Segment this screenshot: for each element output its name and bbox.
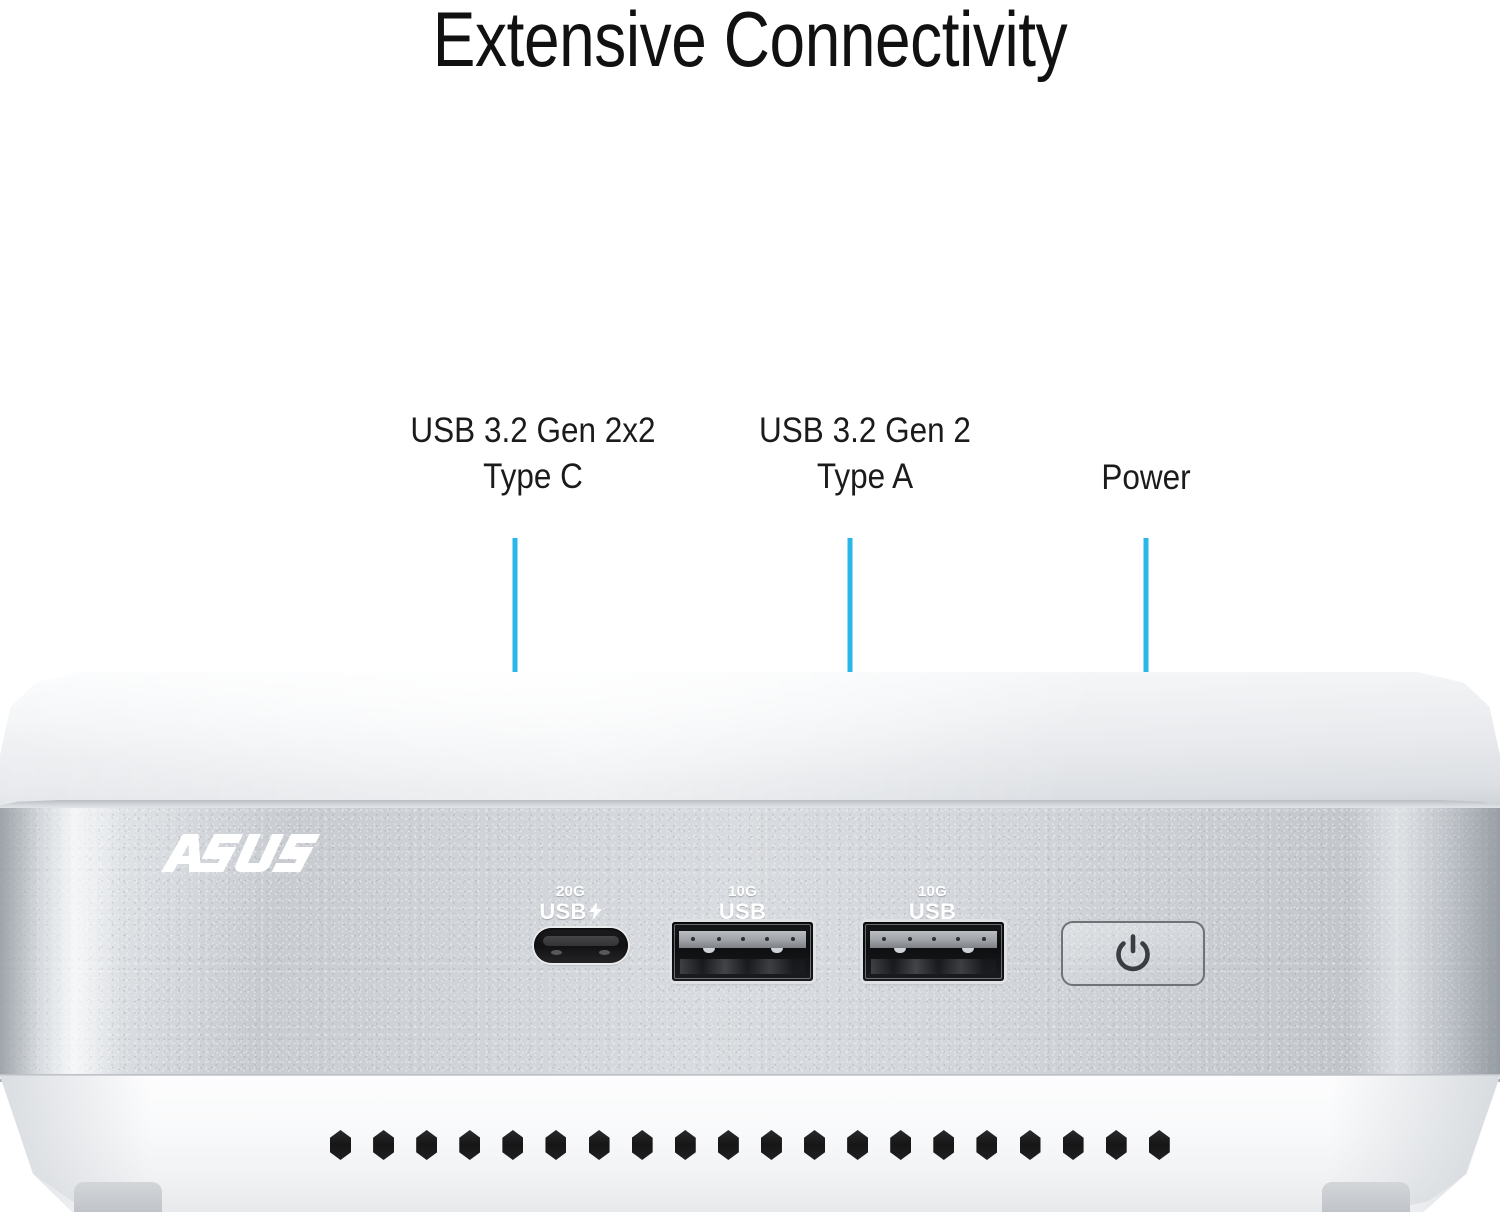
vent-hole [1105, 1130, 1127, 1160]
usb-a-1-notch-1 [703, 948, 715, 953]
callout-label-type-a: USB 3.2 Gen 2 Type A [708, 408, 1023, 500]
lightning-bolt-icon [588, 902, 602, 920]
usb-a-2-pin-5 [982, 937, 986, 941]
port-marking-type-c: 20G USB [518, 884, 623, 923]
usb-a-2-pin-4 [956, 937, 960, 941]
vent-hole [588, 1130, 610, 1160]
callout-label-power: Power [1033, 455, 1260, 501]
usb-a-1-pin-2 [717, 937, 721, 941]
port-marking-type-a-2-speed: 10G [918, 883, 947, 900]
power-button[interactable] [1061, 921, 1205, 986]
callout-type-c-line1: USB 3.2 Gen 2x2 [410, 411, 656, 450]
usb-a-2-pin-1 [882, 937, 886, 941]
usb-type-a-port-2[interactable] [863, 922, 1004, 981]
vent-hole [933, 1130, 955, 1160]
port-marking-type-c-label: USB [518, 901, 623, 923]
callout-label-type-c: USB 3.2 Gen 2x2 Type C [358, 408, 709, 500]
ventilation-holes [330, 1122, 1170, 1168]
port-marking-type-a-2-label: USB [908, 899, 957, 924]
usb-a-2-notch-2 [962, 948, 974, 953]
power-symbol-icon [1116, 933, 1150, 971]
callout-power-line1: Power [1101, 458, 1191, 497]
usb-a-1-tongue [679, 931, 806, 953]
device-lid-sheen [0, 672, 1500, 806]
callout-type-a-line1: USB 3.2 Gen 2 [759, 411, 971, 450]
vent-hole [373, 1130, 395, 1160]
callout-type-a-line2: Type A [816, 457, 914, 497]
vent-hole [631, 1130, 653, 1160]
device-face-right-shading [1350, 808, 1500, 1082]
usb-a-2-pin-2 [908, 937, 912, 941]
vent-hole [1148, 1130, 1170, 1160]
usb-type-c-port[interactable] [534, 928, 628, 963]
usb-a-2-cavity [871, 959, 996, 974]
usb-a-2-notch-1 [894, 948, 906, 953]
usb-a-1-pin-4 [765, 937, 769, 941]
vent-hole [804, 1130, 826, 1160]
vent-hole [459, 1130, 481, 1160]
device-white-base [0, 1076, 1500, 1212]
usb-a-1-notch-2 [771, 948, 783, 953]
vent-hole [760, 1130, 782, 1160]
vent-hole [976, 1130, 998, 1160]
vent-hole [1019, 1130, 1041, 1160]
vent-hole [545, 1130, 567, 1160]
vent-hole [847, 1130, 869, 1160]
usb-c-pinhole-left [551, 950, 562, 955]
usb-a-1-cavity [680, 959, 805, 974]
usb-a-1-pin-3 [741, 937, 745, 941]
usb-a-1-pin-1 [691, 937, 695, 941]
usb-type-a-port-1[interactable] [672, 922, 813, 981]
device-face-left-shading [0, 808, 120, 1082]
vent-hole [890, 1130, 912, 1160]
usb-a-2-tongue [870, 931, 997, 953]
usb-c-pinhole-right [599, 950, 610, 955]
port-marking-type-c-speed: 20G [556, 883, 585, 900]
vent-hole [1062, 1130, 1084, 1160]
vent-hole [674, 1130, 696, 1160]
usb-c-tongue [543, 936, 619, 946]
vent-hole [330, 1130, 351, 1160]
page-title: Extensive Connectivity [432, 0, 1068, 83]
device-foot-left [74, 1182, 162, 1212]
callout-type-c-line2: Type C [483, 457, 583, 497]
port-marking-type-a-1-label: USB [718, 899, 767, 924]
usb-a-1-pin-5 [791, 937, 795, 941]
asus-logo [161, 834, 321, 872]
vent-hole [416, 1130, 438, 1160]
port-marking-type-a-1: 10G USB [690, 884, 795, 923]
device-foot-right [1322, 1182, 1410, 1212]
usb-a-2-pin-3 [932, 937, 936, 941]
port-marking-type-a-1-speed: 10G [728, 883, 757, 900]
vent-hole [502, 1130, 524, 1160]
port-marking-type-a-2: 10G USB [880, 884, 985, 923]
vent-hole [717, 1130, 739, 1160]
